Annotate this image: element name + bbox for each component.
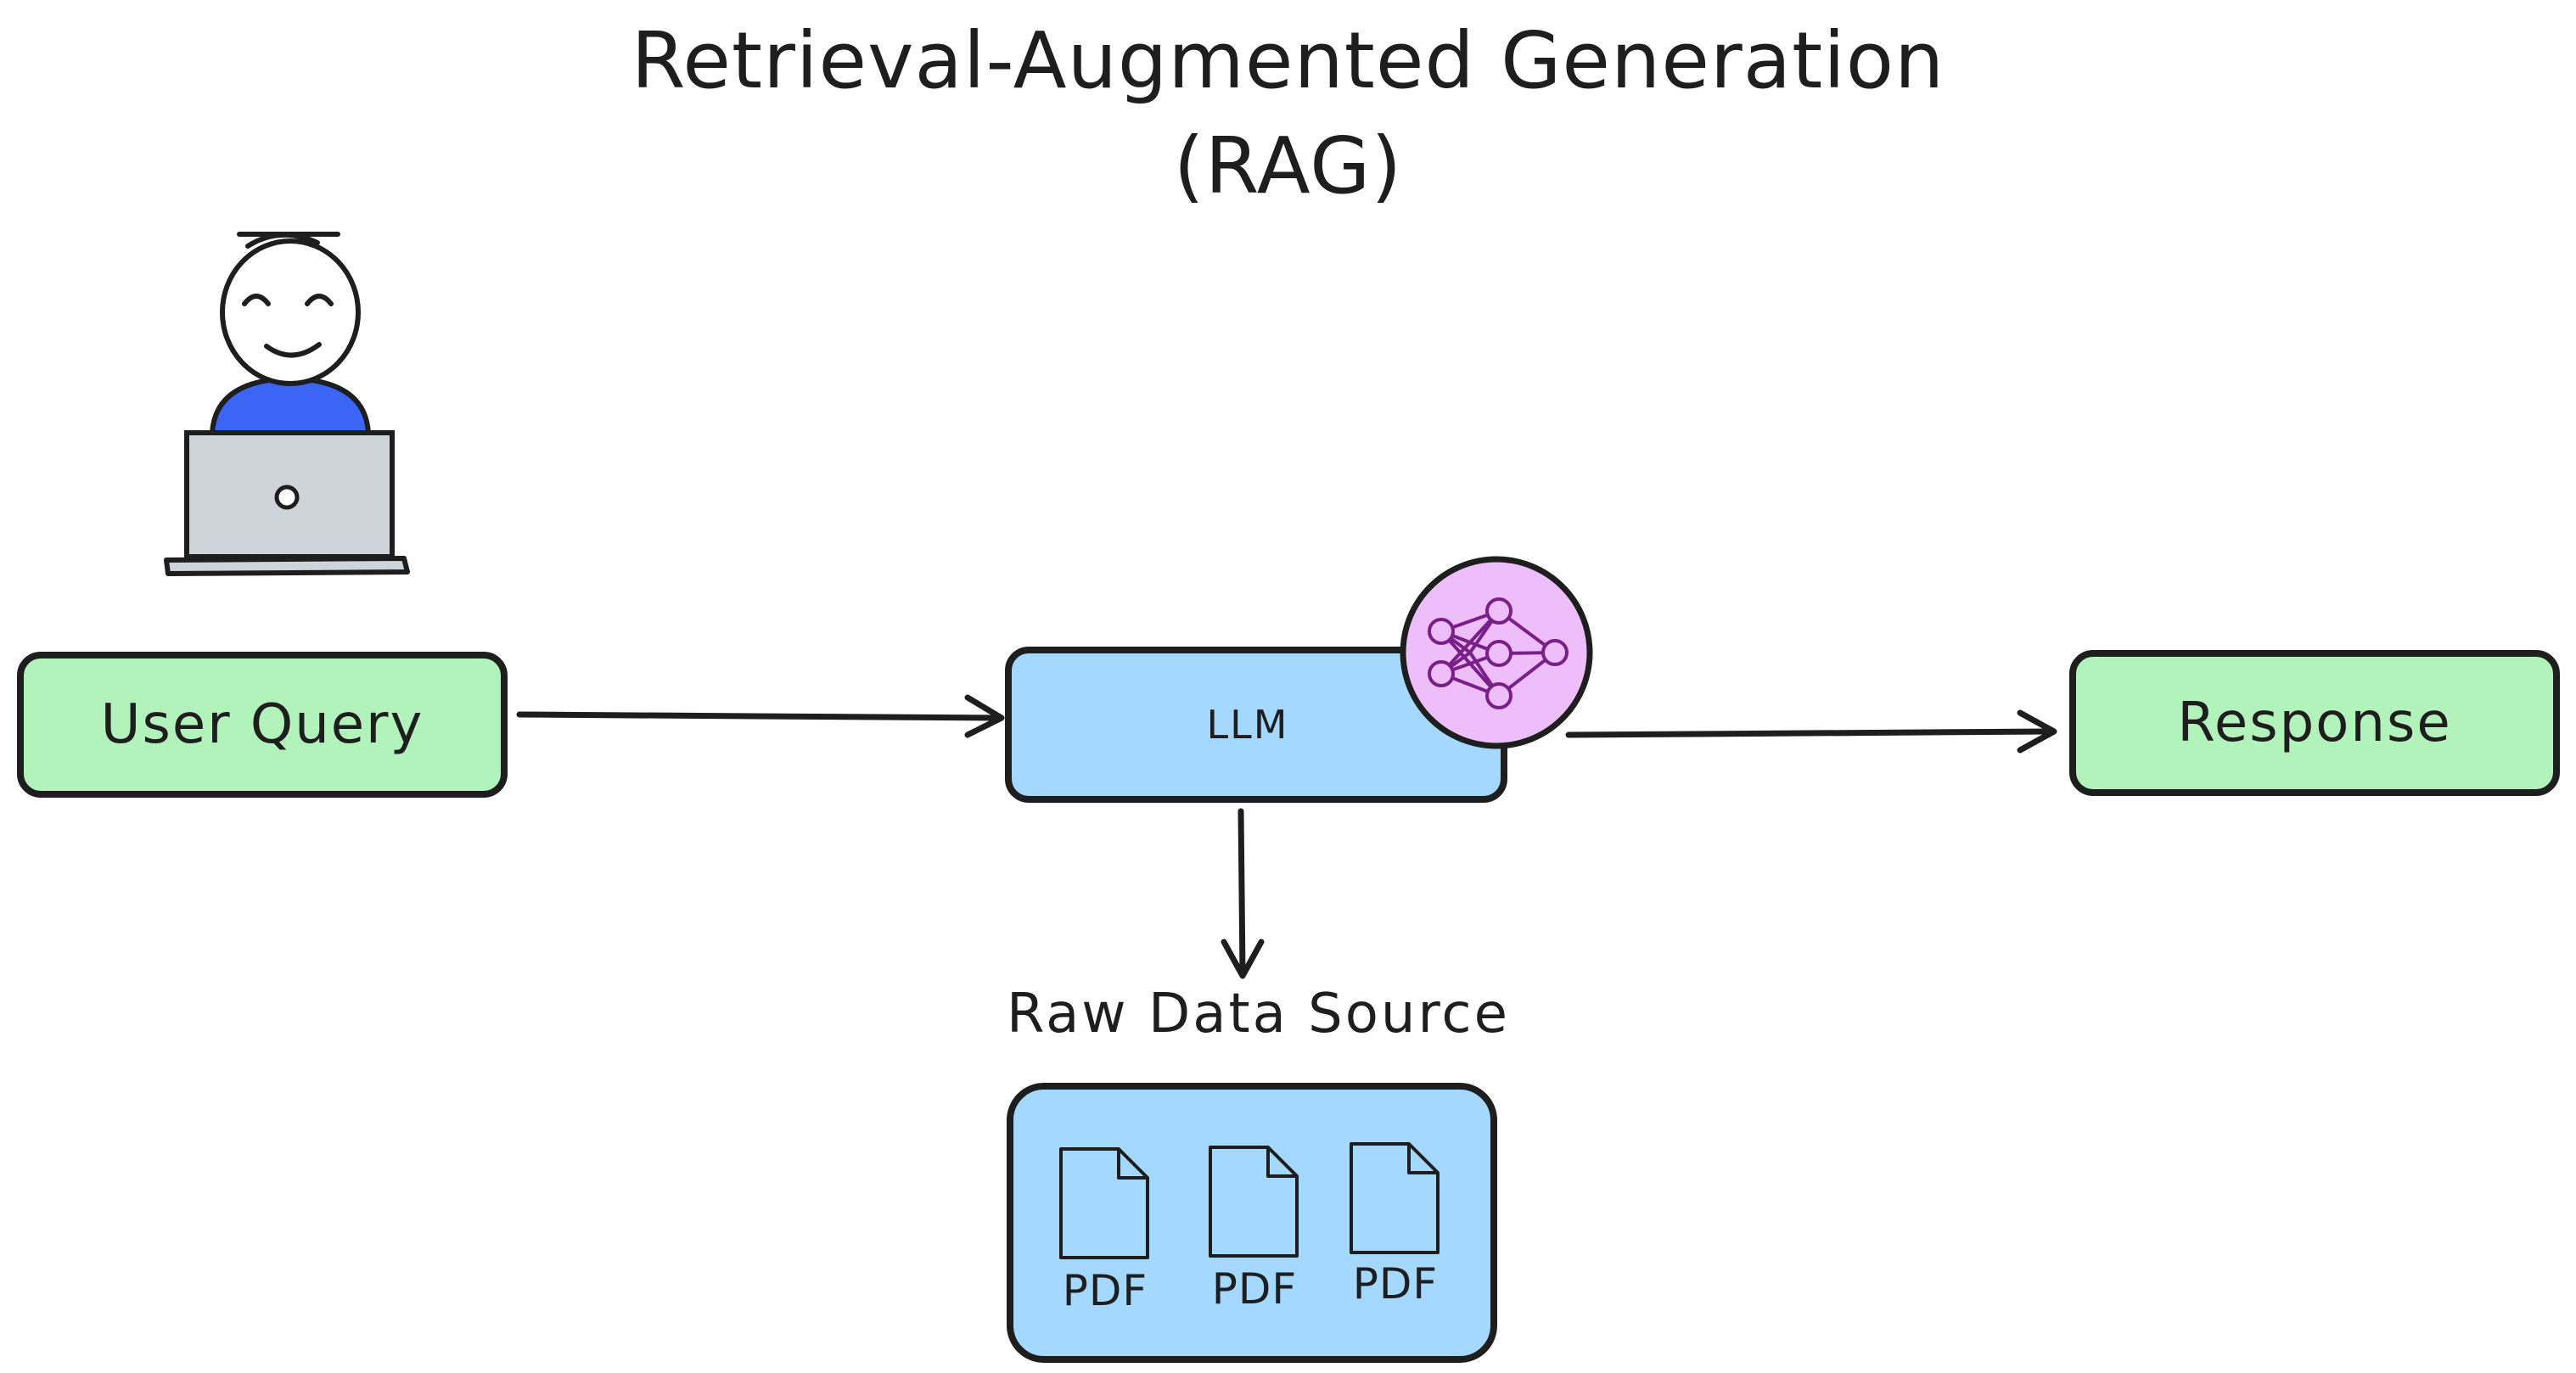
neural-network-icon <box>1400 556 1593 749</box>
llm-label: LLM <box>1206 702 1289 748</box>
pdf-label: PDF <box>1211 1264 1298 1314</box>
pdf-file-icon <box>1209 1146 1299 1258</box>
user-query-label: User Query <box>100 693 424 756</box>
pdf-label: PDF <box>1352 1259 1439 1309</box>
pdf-label: PDF <box>1062 1266 1148 1315</box>
diagram-title: Retrieval-Augmented Generation <box>631 15 1945 106</box>
pdf-file-icon <box>1350 1142 1440 1254</box>
raw-data-source-label: Raw Data Source <box>1007 983 1510 1045</box>
arrow-query-to-llm <box>516 711 1003 721</box>
raw-data-source-node <box>1007 1083 1497 1363</box>
arrow-llm-to-response <box>1565 728 2056 738</box>
response-label: Response <box>2177 692 2452 754</box>
user-at-laptop-icon <box>164 232 410 576</box>
diagram-subtitle: (RAG) <box>1173 120 1403 211</box>
arrow-llm-to-source <box>1237 808 1246 978</box>
user-query-node: User Query <box>17 652 508 798</box>
pdf-file-icon <box>1059 1147 1149 1259</box>
response-node: Response <box>2069 650 2560 796</box>
